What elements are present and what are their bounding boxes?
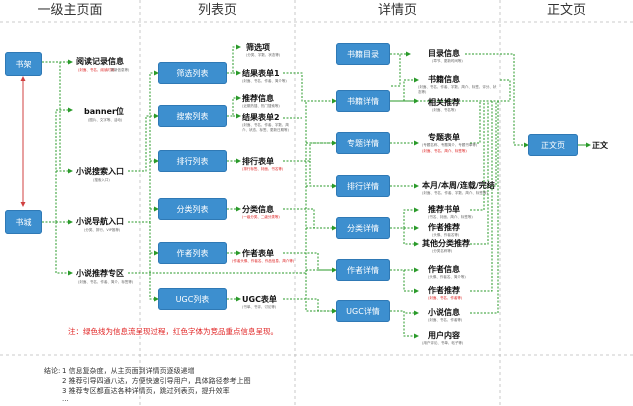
topic-form-title: 专题表单 bbox=[428, 133, 460, 142]
rec-books-sub: (书名、封面、简介、标签等) bbox=[428, 215, 473, 219]
ugc-form-title: UGC表单 bbox=[242, 295, 277, 304]
rank-detail-box: 排行详情 bbox=[336, 175, 390, 197]
novel-info-sub: (封面、书名、作者等) bbox=[428, 318, 463, 322]
author-rec-sub: (头像、作者名等) bbox=[432, 233, 460, 237]
conclusion-item-3: 3 推荐专区都直达各种详情页，跳过列表页，提升效率 bbox=[62, 387, 230, 395]
author-info-title: 作者信息 bbox=[428, 265, 460, 274]
conclusion-label: 结论: bbox=[44, 367, 61, 375]
author-detail-box: 作者详情 bbox=[336, 259, 390, 281]
cat-info-title: 分类信息 bbox=[242, 205, 274, 214]
result1-sub: (封面、书名、作者、简介等) bbox=[242, 79, 287, 83]
nav-entry-sub: (分类、排行、VIP推荐) bbox=[84, 228, 121, 232]
rec-info-title: 推荐信息 bbox=[242, 94, 274, 103]
ugc-list-box: UGC列表 bbox=[158, 288, 227, 310]
author-works-sub-red: (封面、书名、作者等) bbox=[428, 296, 463, 300]
legend-note: 注：绿色线为信息流呈现过程，红色字体为竞品重点信息呈现。 bbox=[68, 327, 278, 336]
category-list-box: 分类列表 bbox=[158, 198, 227, 220]
bookcity-box: 书城 bbox=[5, 210, 42, 234]
bookshelf-box: 书架 bbox=[5, 52, 42, 76]
user-content-title: 用户内容 bbox=[428, 331, 460, 340]
catalog-info-sub: (章节、更新时间等) bbox=[432, 59, 463, 63]
topic-form-sub-red: (封面、书名、简介、标签等) bbox=[422, 149, 467, 153]
catalog-info-title: 目录信息 bbox=[428, 49, 460, 58]
rec-info-sub: (近期热搜、热门搜索等) bbox=[242, 104, 280, 108]
ugc-form-sub: (书单、书评、讨论等) bbox=[242, 305, 277, 309]
author-form-sub-red: (作者头像、作者名、作品信息、简介等) bbox=[232, 259, 295, 263]
catalog-box: 书籍目录 bbox=[336, 43, 390, 65]
result2-title: 结果表单2 bbox=[242, 113, 280, 122]
result2-sub: (封面、书名、作者、字数、简介、状态、标签、更新日期等) bbox=[242, 123, 289, 132]
search-entry-title: 小说搜索入口 bbox=[76, 167, 124, 176]
author-works-title: 作者推荐 bbox=[428, 286, 460, 295]
search-entry-sub: (搜索入口) bbox=[93, 178, 110, 182]
rank-list-box: 排行列表 bbox=[158, 150, 227, 172]
read-record-sub: 、更新信息等) bbox=[107, 68, 130, 72]
related-rec-title: 相关推荐 bbox=[428, 98, 460, 107]
read-record-title: 阅读记录信息 bbox=[76, 57, 124, 66]
rec-zone-sub: (封面、书名、作者、简介、标签等) bbox=[78, 280, 134, 284]
user-content-sub: (用户评论、书单、帖子等) bbox=[422, 341, 464, 345]
cat-info-sub-red: (一级分类、二级分类等) bbox=[242, 215, 280, 219]
book-info-title: 书籍信息 bbox=[428, 75, 460, 84]
author-rec-title: 作者推荐 bbox=[428, 223, 460, 232]
other-cat-rec-sub: (分类名称等) bbox=[432, 249, 453, 253]
banner-sub: (图片、文字等、活动) bbox=[88, 118, 123, 122]
rank-form-sub-red: (排行标签、封面、书名等) bbox=[242, 167, 284, 171]
conclusion-item-2: 2 推荐引导四通八达，方便快速引导用户，具体路径参考上图 bbox=[62, 377, 251, 385]
rank-form-title: 排行表单 bbox=[242, 157, 274, 166]
novel-info-title: 小说信息 bbox=[428, 308, 460, 317]
author-list-box: 作者列表 bbox=[158, 242, 227, 264]
header-list-pages: 列表页 bbox=[197, 3, 237, 18]
nav-entry-title: 小说导航入口 bbox=[76, 217, 124, 226]
period-rank-title: 本月/本周/连载/完结 bbox=[422, 181, 495, 190]
filter-list-box: 筛选列表 bbox=[158, 62, 227, 84]
result1-title: 结果表单1 bbox=[242, 69, 280, 78]
header-detail-pages: 详情页 bbox=[377, 3, 417, 18]
rec-books-title: 推荐书单 bbox=[428, 205, 460, 214]
other-cat-rec-title: 其他分类推荐 bbox=[422, 239, 470, 248]
ugc-detail-box: UGC详情 bbox=[336, 300, 390, 322]
conclusion-item-4: ... bbox=[62, 395, 69, 403]
book-detail-box: 书籍详情 bbox=[336, 90, 390, 112]
author-form-title: 作者表单 bbox=[242, 249, 274, 258]
period-rank-sub: (封面、书名、作者、字数、简介、标签等) bbox=[422, 191, 488, 195]
banner-title: banner位 bbox=[84, 107, 124, 116]
read-record-sub-red: (封面、书名、阅读时间 bbox=[78, 68, 115, 72]
text-page-box: 正文页 bbox=[528, 134, 578, 156]
topic-detail-box: 专题详情 bbox=[336, 132, 390, 154]
filter-item-title: 筛选项 bbox=[246, 43, 270, 52]
related-rec-sub: (封面、书名等) bbox=[432, 108, 456, 112]
filter-item-sub: (分类、字数、状态等) bbox=[246, 53, 281, 57]
search-list-box: 搜索列表 bbox=[158, 105, 227, 127]
book-info-sub: (封面、书名、作者、字数、简介、标签、评分、状态等) bbox=[418, 85, 497, 94]
author-info-sub: (头像、作者名、简介等) bbox=[428, 275, 466, 279]
topic-form-sub: (专题名称、专题简介、专题书单等) bbox=[422, 143, 478, 147]
text-label: 正文 bbox=[592, 141, 608, 150]
header-text-pages: 正文页 bbox=[546, 3, 586, 18]
conclusion-item-1: 1 信息复杂度，从主页面到详情页逐级递增 bbox=[62, 367, 195, 375]
header-main-pages: 一级主页面 bbox=[37, 3, 103, 18]
category-detail-box: 分类详情 bbox=[336, 217, 390, 239]
rec-zone-title: 小说推荐专区 bbox=[76, 269, 124, 278]
